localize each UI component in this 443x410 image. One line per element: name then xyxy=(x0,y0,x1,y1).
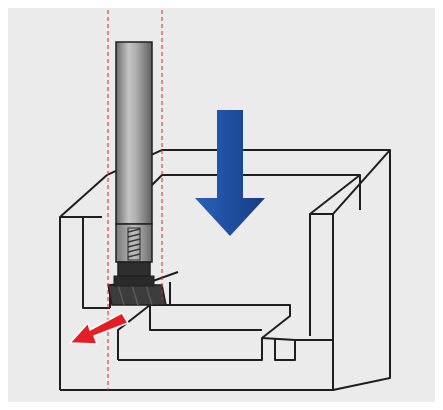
tool-thread xyxy=(127,228,141,258)
workpiece-ledge-top xyxy=(149,271,179,283)
workpiece-left-inner xyxy=(82,217,110,309)
tool-collar xyxy=(117,261,151,277)
tool-shank xyxy=(115,41,153,225)
arrow-down-icon xyxy=(195,110,265,236)
workpiece-right-wall xyxy=(332,149,391,215)
tool-cutter-facets xyxy=(117,284,153,306)
tool-neck xyxy=(115,223,153,263)
arrow-down-left-icon xyxy=(69,312,129,345)
workpiece-slot-inner-right xyxy=(274,338,296,361)
workpiece-slot-front xyxy=(118,338,263,361)
workpiece-slot-back-ledge xyxy=(149,305,262,331)
cutting-tool xyxy=(107,41,167,306)
